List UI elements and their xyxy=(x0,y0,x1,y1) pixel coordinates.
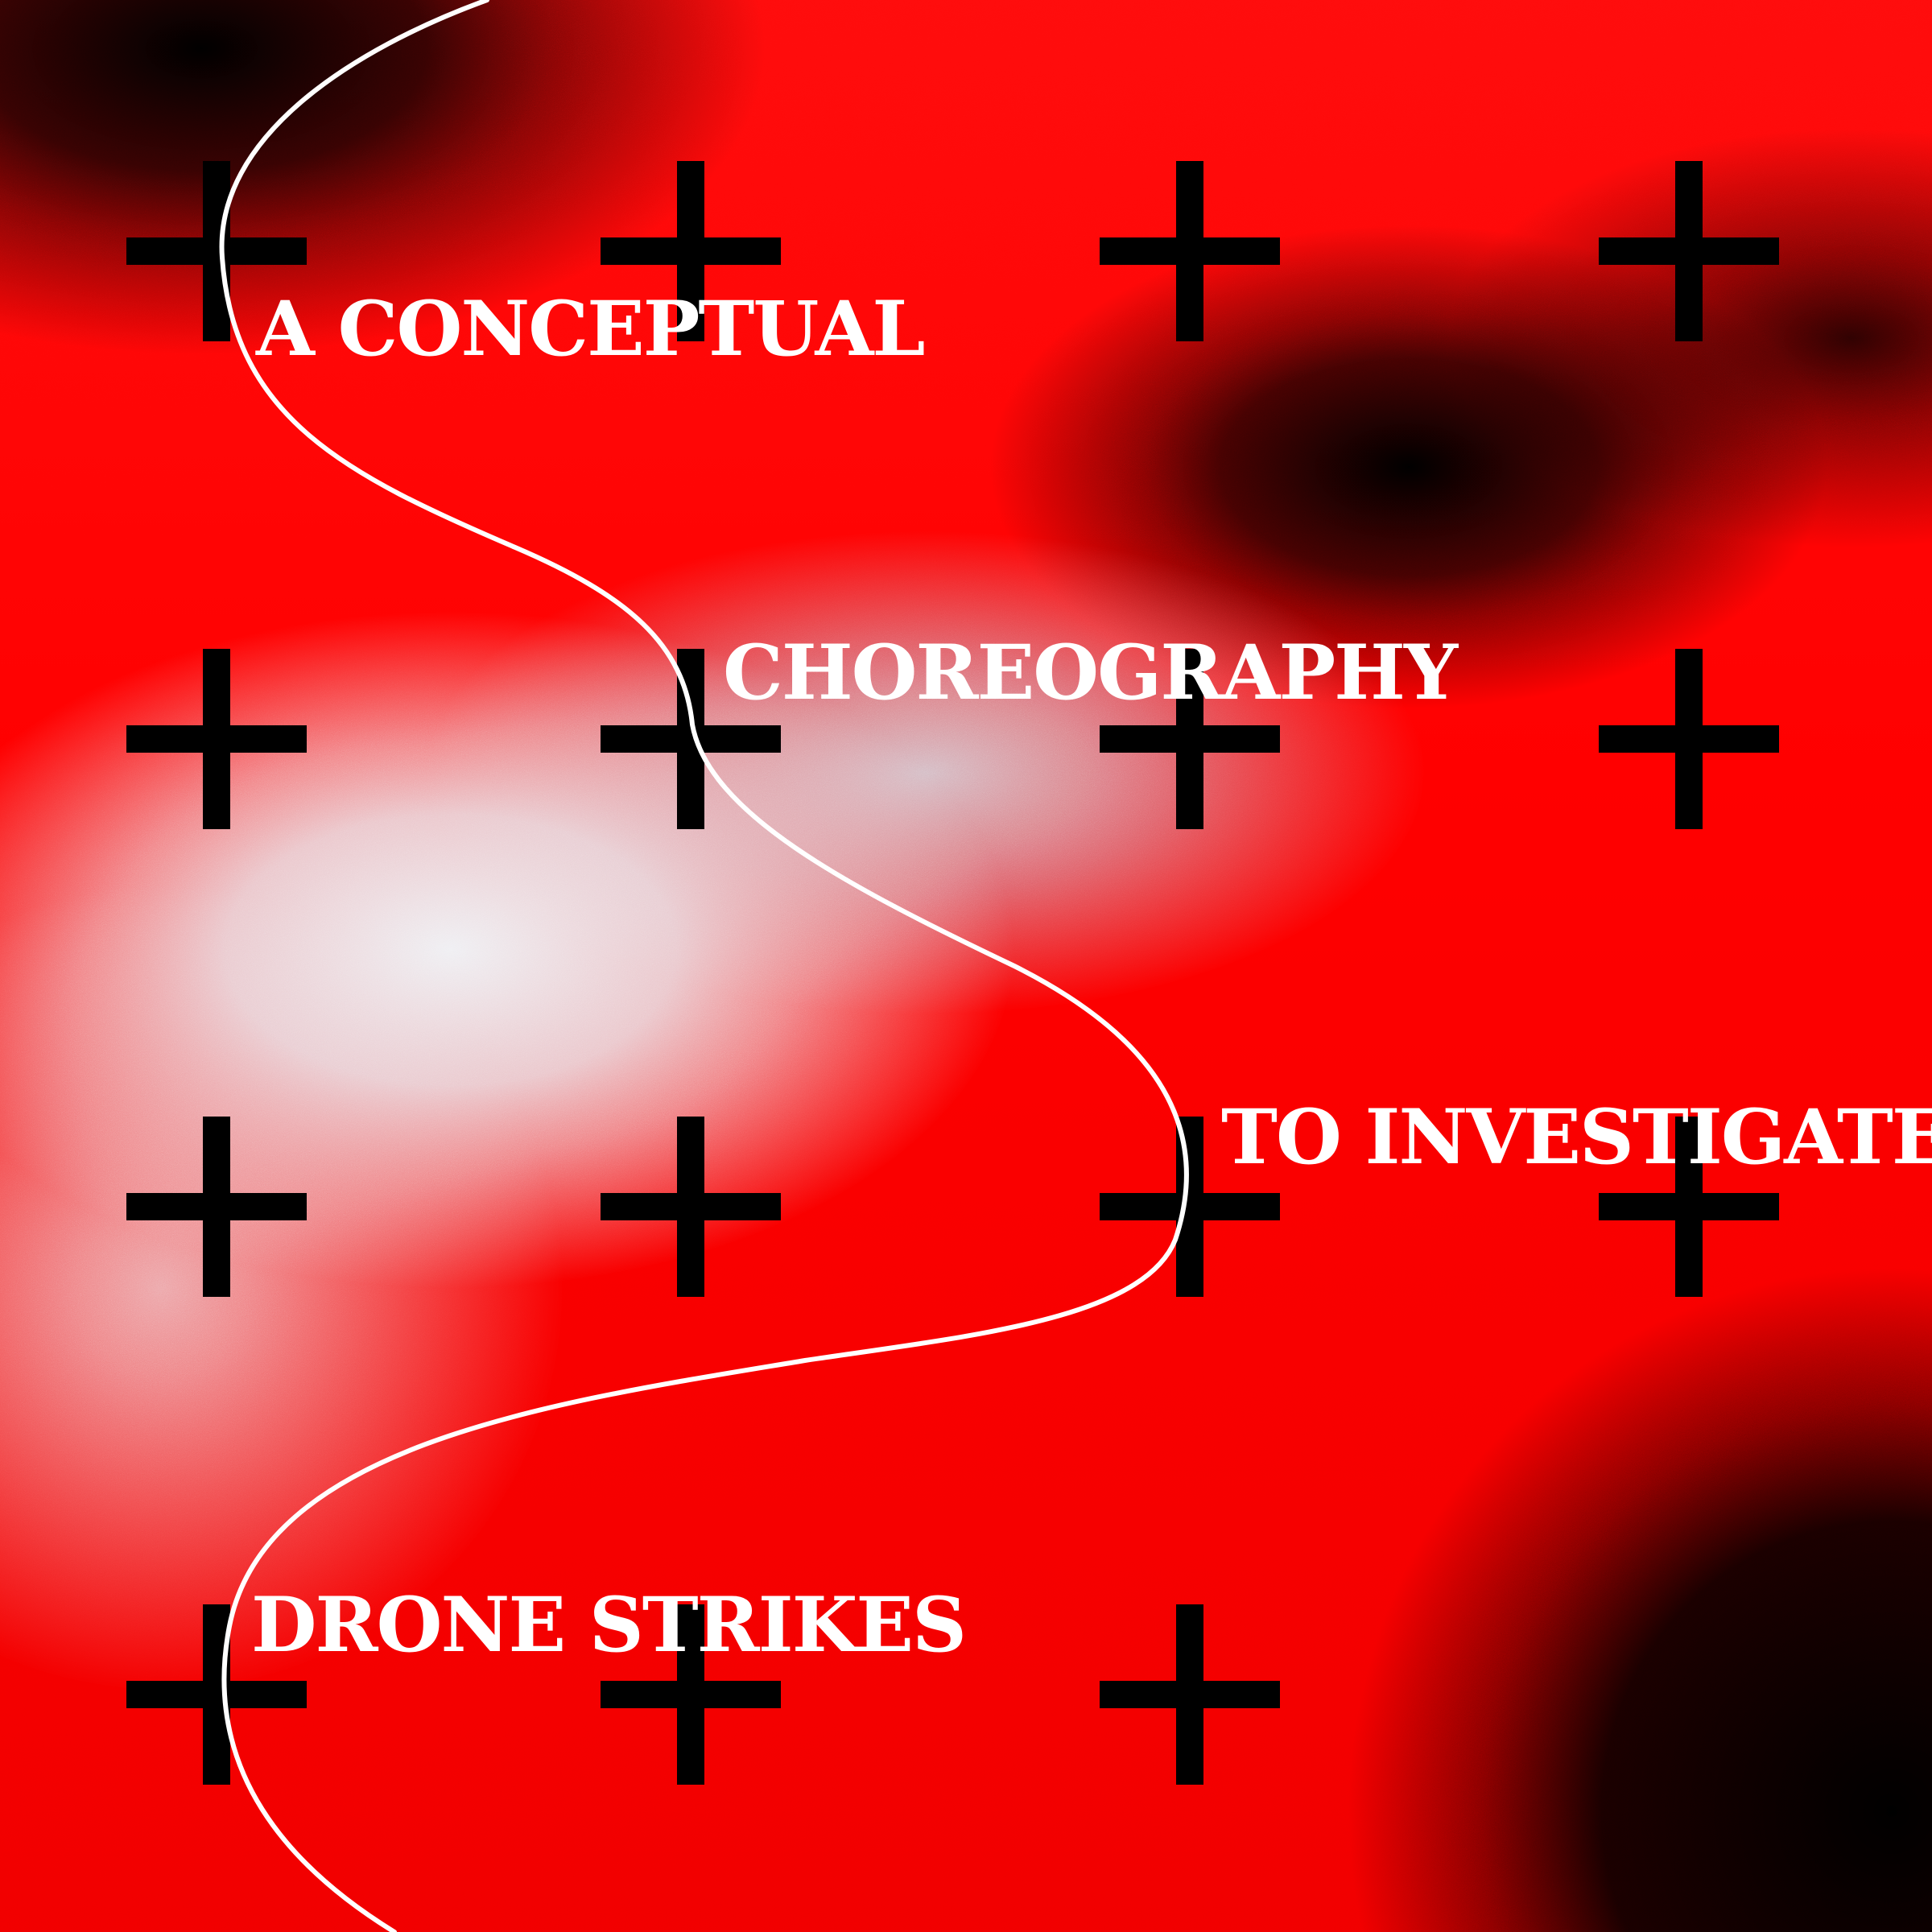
headline-line-4: DRONE STRIKES xyxy=(251,1581,967,1670)
plus-icon xyxy=(126,1604,307,1785)
plus-icon xyxy=(601,1604,781,1785)
headline-line-2: CHOREOGRAPHY xyxy=(723,629,1458,717)
plus-icon xyxy=(601,1117,781,1297)
plus-icon xyxy=(126,161,307,341)
headline-line-1: A CONCEPTUAL xyxy=(256,285,925,374)
plus-icon xyxy=(601,649,781,829)
plus-icon xyxy=(601,161,781,341)
plus-icon xyxy=(126,1117,307,1297)
plus-icon xyxy=(1100,1604,1280,1785)
plus-icon xyxy=(1100,1117,1280,1297)
plus-icon xyxy=(1599,649,1779,829)
plus-icon xyxy=(1100,161,1280,341)
headline-line-3: TO INVESTIGATE xyxy=(1221,1093,1932,1182)
plus-icon xyxy=(126,649,307,829)
plus-icon xyxy=(1100,649,1280,829)
plus-icon xyxy=(1599,161,1779,341)
plus-icon xyxy=(1599,1117,1779,1297)
